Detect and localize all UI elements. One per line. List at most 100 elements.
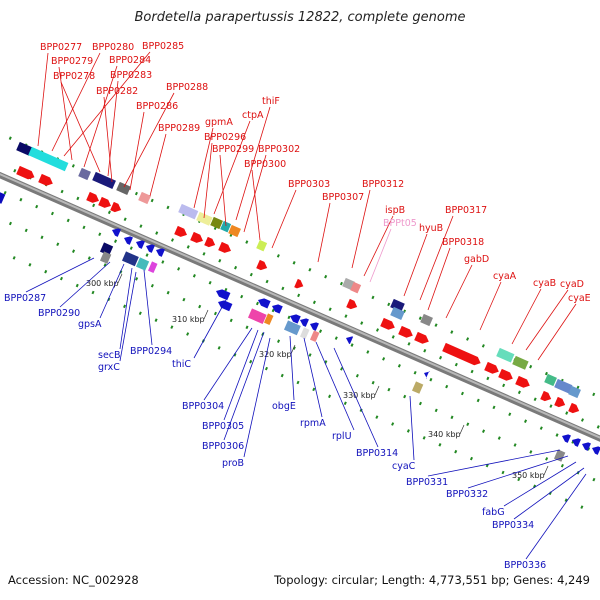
tick-mark bbox=[334, 336, 338, 340]
tick-mark bbox=[218, 258, 222, 263]
label-leader-line bbox=[203, 327, 253, 401]
tick-mark bbox=[375, 328, 380, 332]
tick-mark bbox=[529, 450, 533, 454]
gene-label: cyaB bbox=[533, 278, 556, 289]
label-leader-line bbox=[525, 473, 587, 560]
label-leader-line bbox=[129, 111, 145, 191]
tick-mark bbox=[92, 203, 96, 208]
tick-mark bbox=[549, 404, 553, 408]
tick-mark bbox=[418, 316, 422, 320]
label-leader-line bbox=[525, 289, 569, 351]
tick-mark bbox=[233, 353, 237, 357]
tick-mark bbox=[344, 314, 348, 318]
tick-mark bbox=[413, 370, 417, 375]
label-leader-line bbox=[119, 267, 133, 350]
tick-mark bbox=[508, 412, 512, 417]
gene-label: cyaE bbox=[568, 293, 591, 304]
gene-label: BPP0312 bbox=[362, 179, 404, 190]
reverse-gene-arrow bbox=[424, 370, 431, 379]
tick-mark bbox=[450, 415, 454, 420]
label-leader-line bbox=[511, 288, 542, 345]
gene-label: BPP0290 bbox=[38, 308, 80, 319]
tick-mark bbox=[328, 394, 332, 399]
reverse-gene-block bbox=[283, 320, 301, 336]
tick-mark bbox=[281, 286, 285, 291]
tick-tracks bbox=[3, 136, 600, 509]
reverse-gene-arrow bbox=[582, 442, 591, 451]
forward-gene-block bbox=[350, 281, 362, 294]
reverse-gene-arrow bbox=[310, 322, 319, 331]
tick-mark bbox=[339, 281, 343, 286]
tick-mark bbox=[249, 359, 253, 364]
reverse-gene-arrow bbox=[572, 438, 581, 447]
tick-mark bbox=[371, 380, 375, 385]
tick-mark bbox=[350, 343, 354, 347]
tick-mark bbox=[265, 279, 269, 284]
tick-mark bbox=[3, 190, 7, 195]
forward-gene-block bbox=[92, 171, 116, 189]
tick-mark bbox=[166, 205, 170, 210]
gene-label: fabG bbox=[482, 507, 505, 518]
tick-mark bbox=[533, 397, 537, 402]
tick-mark bbox=[466, 337, 470, 341]
tick-mark bbox=[255, 301, 259, 306]
gene-label: grxC bbox=[98, 362, 120, 373]
forward-gene-block bbox=[390, 306, 405, 320]
forward-gene-arrow bbox=[554, 396, 566, 408]
tick-mark bbox=[192, 274, 196, 278]
gene-label: hyuB bbox=[419, 223, 443, 234]
forward-gene-arrow bbox=[568, 402, 580, 414]
label-leader-line bbox=[51, 52, 101, 152]
tick-mark bbox=[482, 429, 486, 433]
tick-mark bbox=[213, 311, 217, 316]
reverse-gene-arrow bbox=[300, 318, 309, 327]
tick-mark bbox=[375, 415, 379, 419]
reverse-gene-arrow bbox=[218, 300, 233, 312]
scale-label: 330 kbp bbox=[343, 391, 376, 400]
tick-mark bbox=[8, 136, 12, 140]
gene-label: BPP0283 bbox=[110, 70, 152, 81]
tick-mark bbox=[287, 315, 291, 320]
reverse-gene-block bbox=[99, 251, 112, 264]
tick-mark bbox=[12, 256, 16, 260]
tick-mark bbox=[28, 263, 32, 267]
gene-label: cyaD bbox=[560, 279, 584, 290]
label-leader-line bbox=[537, 303, 577, 361]
forward-gene-block bbox=[178, 203, 199, 220]
tick-mark bbox=[387, 387, 391, 392]
reverse-gene-block bbox=[553, 449, 566, 462]
tick-mark bbox=[150, 284, 154, 288]
tick-mark bbox=[565, 411, 569, 415]
tick-mark bbox=[264, 366, 268, 371]
tick-mark bbox=[555, 433, 559, 437]
tick-mark bbox=[296, 380, 300, 385]
tick-mark bbox=[418, 401, 422, 406]
tick-mark bbox=[308, 353, 312, 357]
reverse-gene-arrow bbox=[216, 289, 231, 301]
tick-mark bbox=[517, 390, 521, 395]
gene-label: BPP0314 bbox=[356, 448, 398, 459]
tick-mark bbox=[391, 422, 395, 426]
label-leader-line bbox=[63, 51, 151, 157]
tick-mark bbox=[139, 224, 143, 228]
reverse-gene-block bbox=[147, 261, 158, 273]
gene-label: BPP0280 bbox=[92, 42, 134, 53]
label-leader-line bbox=[445, 264, 473, 319]
gene-label: rplU bbox=[332, 431, 352, 442]
tick-mark bbox=[382, 357, 386, 361]
tick-mark bbox=[423, 348, 427, 353]
forward-gene-arrow bbox=[204, 236, 216, 248]
gene-label: thiF bbox=[262, 96, 280, 107]
gene-label: BPP0284 bbox=[109, 55, 151, 66]
label-leader-line bbox=[149, 133, 167, 197]
label-leader-line bbox=[315, 341, 355, 431]
forward-gene-arrow bbox=[380, 317, 395, 330]
gene-label: BPP0307 bbox=[322, 192, 364, 203]
label-leader-line bbox=[219, 154, 227, 227]
tick-mark bbox=[145, 253, 149, 257]
forward-gene-block bbox=[28, 146, 69, 172]
tick-mark bbox=[434, 408, 438, 413]
reverse-gene-block bbox=[247, 308, 267, 325]
